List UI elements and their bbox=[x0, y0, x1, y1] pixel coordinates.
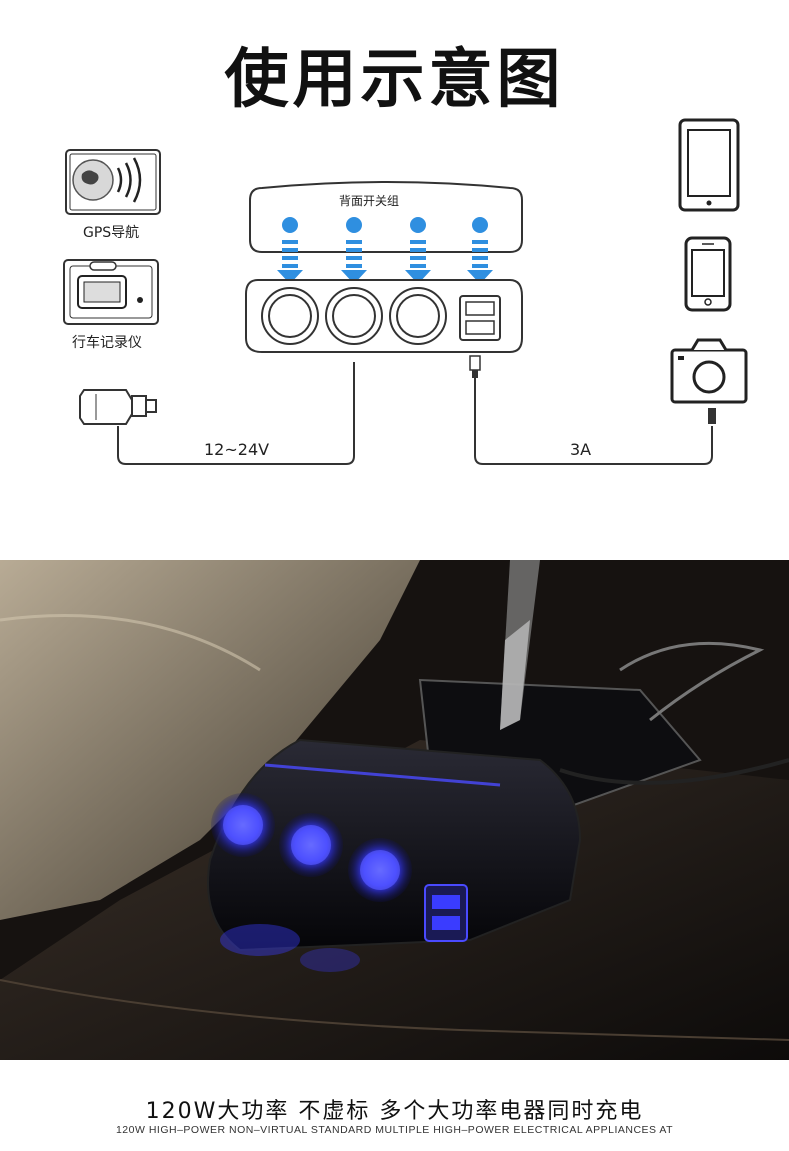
caption-chinese: 120W大功率 不虚标 多个大功率电器同时充电 bbox=[145, 1099, 644, 1124]
caption-english: 120W HIGH–POWER NON–VIRTUAL STANDARD MUL… bbox=[115, 1124, 674, 1136]
gps-icon bbox=[65, 149, 161, 215]
arrows bbox=[277, 240, 493, 284]
switch-group-label: 背面开关组 bbox=[339, 194, 400, 208]
tablet-icon bbox=[678, 118, 740, 212]
gps-label: GPS导航 bbox=[83, 225, 140, 241]
phone-icon bbox=[684, 236, 732, 312]
socket-device bbox=[245, 279, 523, 353]
dashcam-label: 行车记录仪 bbox=[72, 335, 142, 351]
usage-diagram: 背面开关组 GPS导航 行车记录仪 12~24V 3A bbox=[0, 100, 789, 520]
dashcam-icon bbox=[63, 259, 159, 325]
camera-icon bbox=[670, 338, 748, 404]
switch-panel bbox=[249, 181, 523, 253]
page-title: 使用示意图 bbox=[224, 43, 565, 117]
voltage-label: 12~24V bbox=[204, 440, 270, 459]
car-plug-icon bbox=[79, 389, 157, 425]
product-photo bbox=[0, 560, 789, 1060]
current-label: 3A bbox=[570, 440, 592, 459]
usb-cable bbox=[469, 355, 716, 465]
